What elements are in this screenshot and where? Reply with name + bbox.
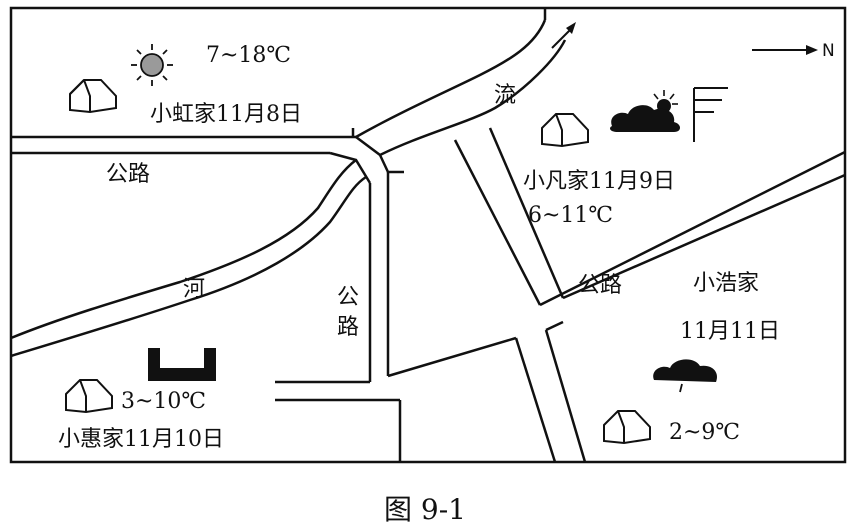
xiaofan-label: 小凡家11月9日 — [523, 169, 675, 194]
sun-icon — [131, 44, 173, 86]
river — [10, 8, 567, 358]
road-left-short — [275, 380, 388, 402]
xiaohong-label: 小虹家11月8日 — [150, 102, 302, 127]
xiaohui-temp: 3~10℃ — [121, 389, 206, 414]
road-diagonal-down — [453, 127, 587, 463]
road-vertical-middle — [368, 172, 390, 382]
road-top-left — [11, 135, 356, 155]
figure-caption: 图 9-1 — [384, 493, 466, 526]
road-label-vertical-1: 公 — [337, 285, 359, 310]
north-label: N — [822, 41, 835, 61]
xiaohui-label: 小惠家11月10日 — [58, 427, 224, 452]
xiaohao-date: 11月11日 — [680, 319, 780, 344]
cold-front-icon — [148, 348, 216, 381]
river-flow-arrow — [551, 22, 576, 49]
xiaohong-temp: 7~18℃ — [206, 43, 291, 68]
wind-flag-icon — [693, 87, 728, 142]
road-diagonal-up — [387, 150, 846, 462]
road-label-left: 公路 — [106, 162, 150, 187]
river-char-he: 河 — [183, 277, 205, 302]
map-frame — [9, 6, 847, 464]
road-label-vertical-2: 路 — [337, 315, 359, 340]
xiaohao-temp: 2~9℃ — [669, 420, 740, 445]
xiaohao-name: 小浩家 — [693, 271, 759, 296]
house-icon-xiaohao — [603, 410, 651, 445]
rain-cloud-icon — [653, 359, 718, 393]
river-char-liu: 流 — [494, 83, 516, 108]
house-icon-xiaofan — [541, 113, 589, 148]
north-arrow: N — [752, 41, 835, 61]
house-icon-xiaohui — [65, 379, 113, 414]
road-label-right: 公路 — [578, 273, 622, 298]
cloudy-sun-icon — [610, 90, 680, 132]
xiaofan-temp: 6~11℃ — [528, 203, 613, 228]
house-icon-xiaohong — [69, 79, 117, 114]
